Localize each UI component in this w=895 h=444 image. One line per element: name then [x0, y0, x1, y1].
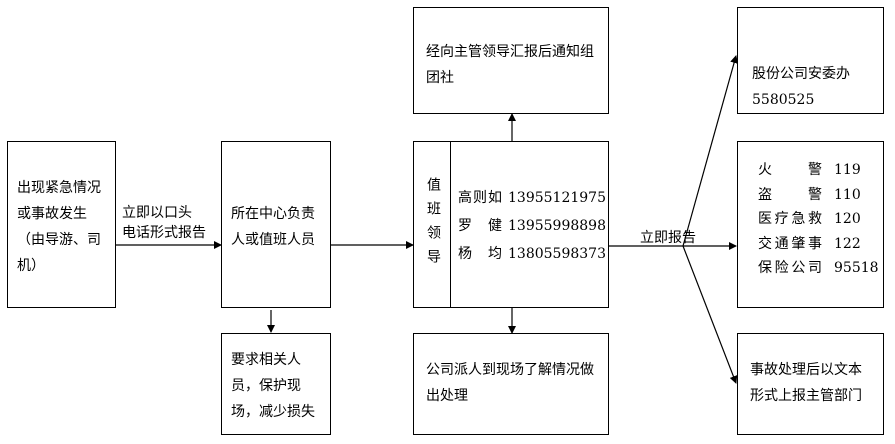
oral-report-label: 立即以口头 电话形式报告 — [122, 205, 206, 242]
duty-leader-phone: 13955998898 — [508, 218, 606, 234]
duty-leader-phone: 13955121975 — [508, 190, 606, 206]
emergency-row: 交通肇事 122 — [758, 232, 879, 257]
duty-leader-name: 罗健 — [458, 218, 502, 234]
emergency-number: 122 — [834, 235, 861, 252]
duty-leader-name: 杨均 — [458, 246, 502, 262]
emergency-name: 火警 — [758, 162, 822, 178]
duty-leader-box: 值班领导 高则如 13955121975 罗健 13955998898 杨均 1… — [413, 141, 609, 308]
emergency-name: 保险公司 — [758, 260, 822, 276]
emergency-row: 火警 119 — [758, 158, 879, 183]
duty-leader-phone: 13805598373 — [508, 246, 606, 262]
emergency-list: 火警 119 盗警 110 医疗急救 120 交通肇事 122 保险公司 955… — [758, 158, 879, 281]
duty-leader-row: 罗健 13955998898 — [458, 212, 606, 240]
emergency-numbers-box: 火警 119 盗警 110 医疗急救 120 交通肇事 122 保险公司 955… — [737, 141, 884, 308]
emergency-number: 95518 — [834, 260, 879, 276]
emergency-number: 120 — [834, 211, 861, 227]
duty-leader-row: 高则如 13955121975 — [458, 184, 606, 212]
dispatch-text: 公司派人到现场了解情况做出处理 — [426, 362, 594, 404]
center-staff-box: 所在中心负责人或值班人员 — [221, 141, 331, 308]
report-supervisor-text: 经向主管领导汇报后通知组团社 — [426, 44, 594, 86]
duty-leader-name: 高则如 — [458, 190, 502, 206]
written-report-box: 事故处理后以文本形式上报主管部门 — [737, 333, 884, 435]
duty-leader-title-cell: 值班领导 — [414, 142, 451, 307]
arrow-to-written-report — [682, 245, 738, 384]
emergency-name: 医疗急救 — [758, 211, 822, 227]
safety-office-box: 股份公司安委办 5580525 — [737, 7, 884, 114]
report-supervisor-box: 经向主管领导汇报后通知组团社 — [413, 7, 609, 114]
emergency-row: 保险公司 95518 — [758, 256, 879, 281]
dispatch-box: 公司派人到现场了解情况做出处理 — [413, 333, 609, 435]
duty-leader-list: 高则如 13955121975 罗健 13955998898 杨均 138055… — [458, 184, 606, 268]
emergency-row: 医疗急救 120 — [758, 207, 879, 232]
center-staff-text: 所在中心负责人或值班人员 — [231, 206, 315, 248]
written-report-text: 事故处理后以文本形式上报主管部门 — [750, 362, 862, 404]
protect-scene-box: 要求相关人员，保护现场，减少损失 — [221, 333, 331, 435]
safety-office-text: 股份公司安委办 5580525 — [752, 65, 850, 108]
emergency-name: 盗警 — [758, 186, 822, 203]
arrow-to-safety-office — [682, 55, 738, 247]
duty-leader-row: 杨均 13805598373 — [458, 240, 606, 268]
emergency-number: 110 — [834, 186, 861, 203]
emergency-name: 交通肇事 — [758, 235, 822, 252]
immediate-report-label: 立即报告 — [640, 230, 696, 246]
duty-leader-title: 值班领导 — [424, 176, 441, 273]
protect-scene-text: 要求相关人员，保护现场，减少损失 — [231, 352, 315, 420]
emergency-number: 119 — [834, 162, 861, 178]
incident-box: 出现紧急情况或事故发生（由导游、司机） — [7, 141, 116, 308]
emergency-row: 盗警 110 — [758, 183, 879, 208]
incident-text: 出现紧急情况或事故发生（由导游、司机） — [17, 180, 101, 274]
